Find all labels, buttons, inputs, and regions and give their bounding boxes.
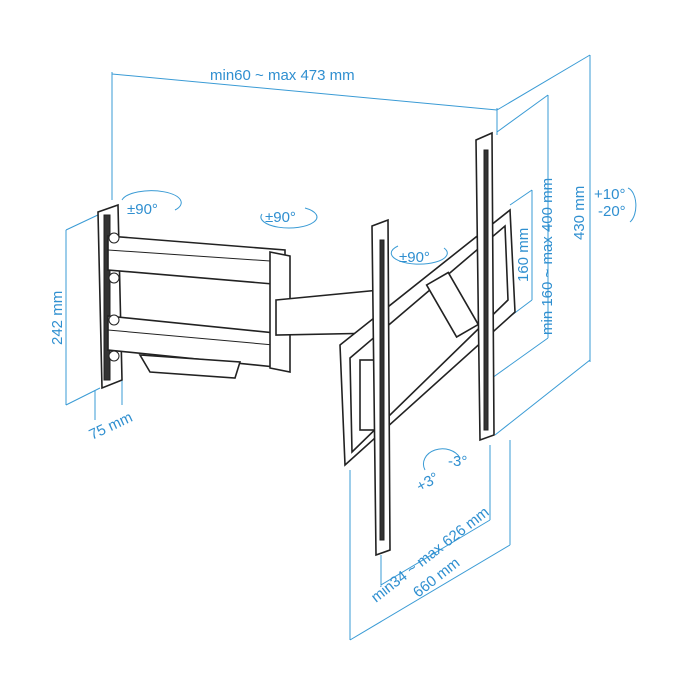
wall-plate-height-label: 242 mm [49,291,66,345]
upper-arm [107,232,286,286]
dimension-lines [65,54,637,641]
vesa-vertical-label: min 160 ~ max 400 mm [539,178,556,335]
total-height-label: 430 mm [571,186,588,240]
wall-plate [97,203,123,390]
arm-extension-label: min60 ~ max 473 mm [210,67,355,84]
tilt-down-label: -20° [598,203,626,220]
rotation-plus-label: +3° [414,469,443,495]
tv-bracket [339,131,516,557]
swivel-tv-label: ±90° [399,249,430,266]
tilt-up-label: +10° [594,186,625,203]
middle-arm [269,251,381,373]
rail-spacing-label: 160 mm [515,228,532,282]
swivel-middle-label: ±90° [265,209,296,226]
rotation-minus-label: -3° [448,453,467,470]
lower-arm [107,314,286,379]
wall-plate-width-label: 75 mm [87,409,136,444]
swivel-wall-label: ±90° [127,201,158,218]
